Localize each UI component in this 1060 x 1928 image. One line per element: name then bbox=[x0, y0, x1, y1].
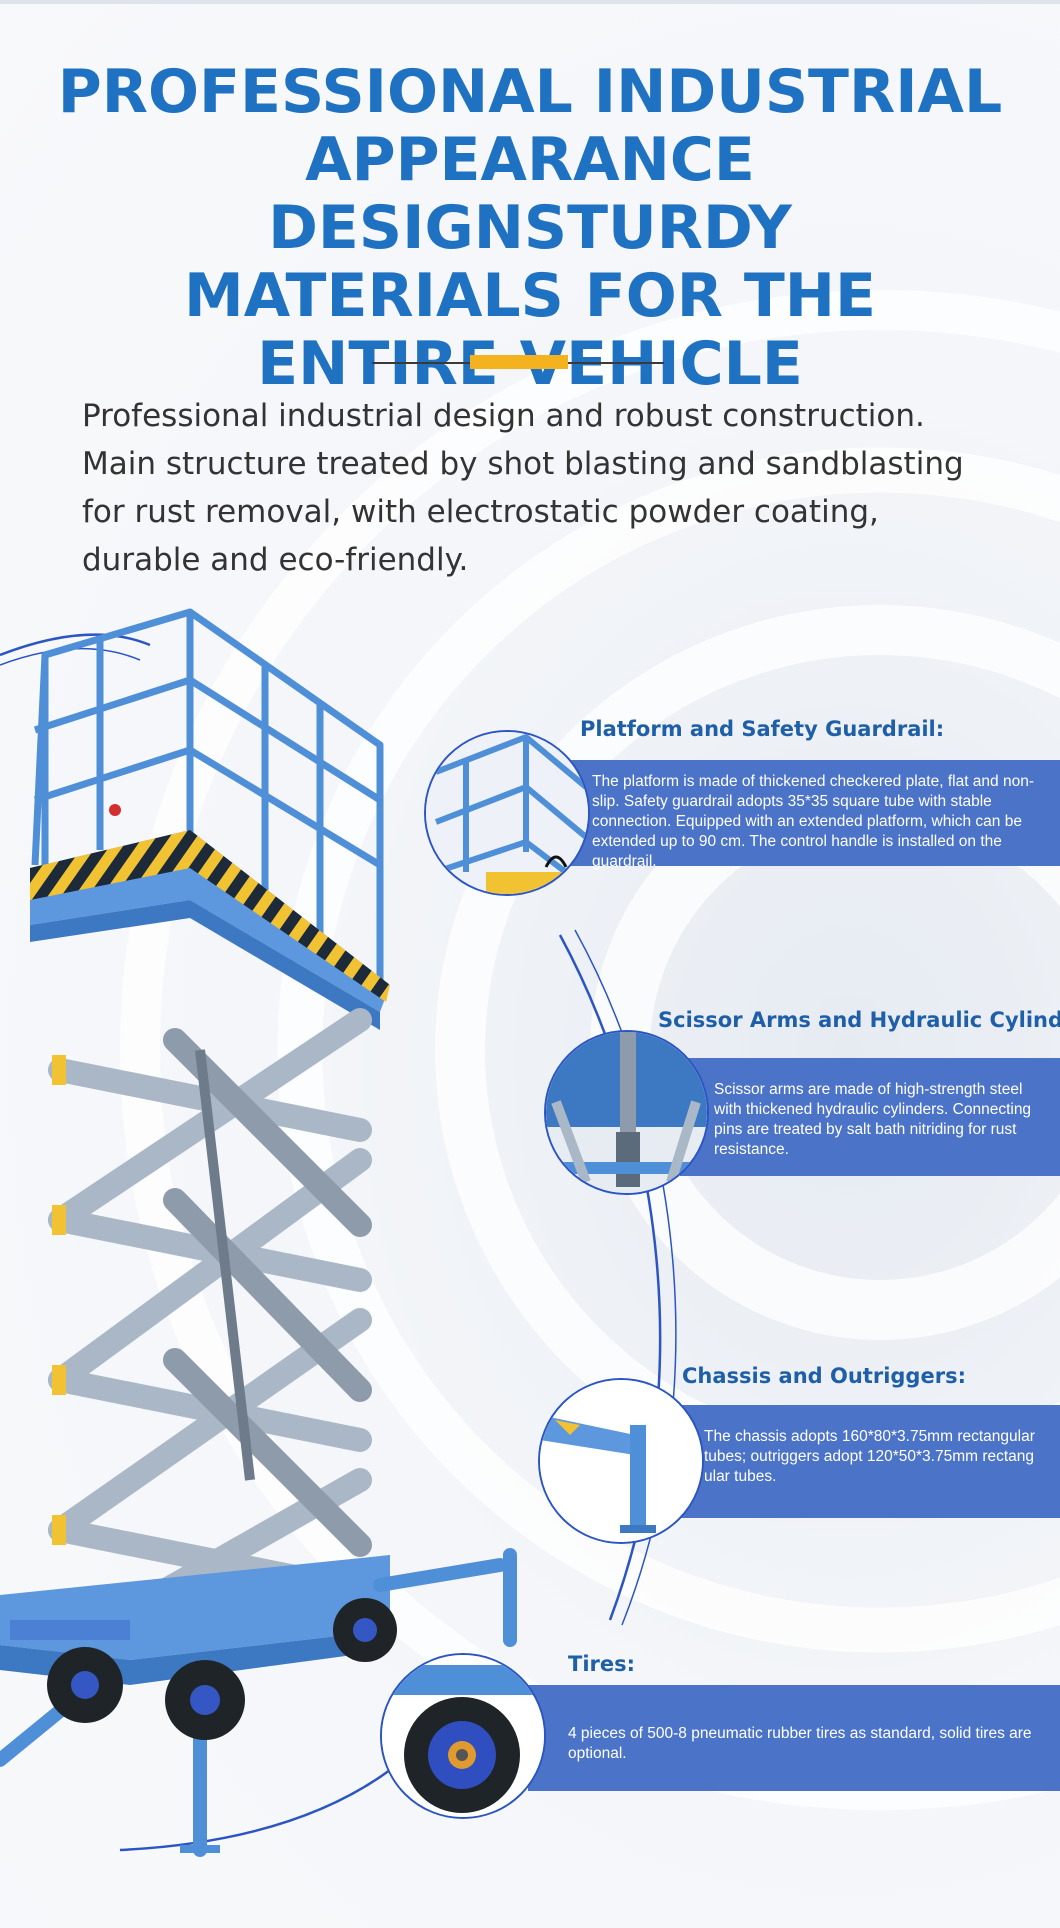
feature-description: The platform is made of thickened checke… bbox=[592, 773, 1034, 870]
page-title: PROFESSIONAL INDUSTRIAL APPEARANCE DESIG… bbox=[50, 58, 1010, 398]
feature-title-tires: Tires: bbox=[568, 1652, 636, 1676]
feature-box-tires: 4 pieces of 500-8 pneumatic rubber tires… bbox=[528, 1685, 1060, 1791]
guardrail-detail-icon bbox=[424, 730, 590, 896]
title-line-1: PROFESSIONAL INDUSTRIAL bbox=[57, 57, 1003, 127]
feature-box-chassis: The chassis adopts 160*80*3.75mm rectang… bbox=[672, 1405, 1060, 1518]
title-line-3: MATERIALS FOR THE bbox=[184, 261, 876, 331]
outrigger-detail-icon bbox=[538, 1378, 704, 1544]
divider-left bbox=[372, 362, 470, 364]
divider-right bbox=[568, 362, 664, 364]
hydraulic-cylinder-detail-icon bbox=[544, 1030, 709, 1195]
tire-detail-icon bbox=[380, 1653, 546, 1819]
scissor-lift-image bbox=[0, 608, 517, 1857]
feature-title-scissor: Scissor Arms and Hydraulic Cylinders: bbox=[658, 1008, 1060, 1032]
title-line-2: APPEARANCE DESIGNSTURDY bbox=[268, 125, 792, 263]
feature-description: The chassis adopts 160*80*3.75mm rectang… bbox=[704, 1428, 1035, 1485]
top-border bbox=[0, 0, 1060, 4]
feature-description: Scissor arms are made of high-strength s… bbox=[714, 1081, 1032, 1158]
feature-description: 4 pieces of 500-8 pneumatic rubber tires… bbox=[568, 1725, 1032, 1762]
feature-box-guardrail: The platform is made of thickened checke… bbox=[565, 760, 1060, 870]
feature-title-guardrail: Platform and Safety Guardrail: bbox=[580, 717, 945, 741]
feature-box-scissor: Scissor arms are made of high-strength s… bbox=[680, 1058, 1060, 1176]
intro-paragraph: Professional industrial design and robus… bbox=[82, 398, 964, 578]
divider-accent bbox=[470, 355, 568, 369]
feature-title-chassis: Chassis and Outriggers: bbox=[682, 1364, 966, 1388]
